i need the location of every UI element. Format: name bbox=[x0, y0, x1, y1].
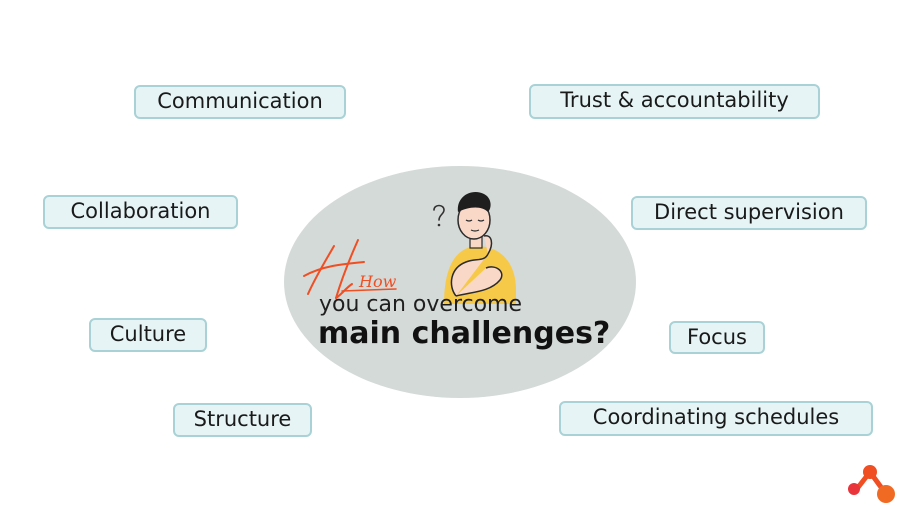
question-mark-icon bbox=[433, 204, 445, 227]
brand-logo-icon bbox=[848, 465, 895, 503]
challenge-trust-accountability: Trust & accountability bbox=[529, 84, 820, 119]
challenge-coordinating-schedules: Coordinating schedules bbox=[559, 401, 873, 436]
challenge-culture: Culture bbox=[89, 318, 207, 352]
how-word: How bbox=[358, 272, 397, 291]
how-script-lettering: How bbox=[303, 239, 397, 299]
thinking-person-icon bbox=[433, 192, 516, 304]
challenge-structure: Structure bbox=[173, 403, 312, 437]
challenge-focus: Focus bbox=[669, 321, 765, 354]
challenge-direct-supervision: Direct supervision bbox=[631, 196, 867, 230]
challenge-collaboration: Collaboration bbox=[43, 195, 238, 229]
heading-line-1: you can overcome bbox=[319, 292, 523, 317]
challenge-communication: Communication bbox=[134, 85, 346, 119]
heading-line-2: main challenges? bbox=[318, 316, 611, 351]
